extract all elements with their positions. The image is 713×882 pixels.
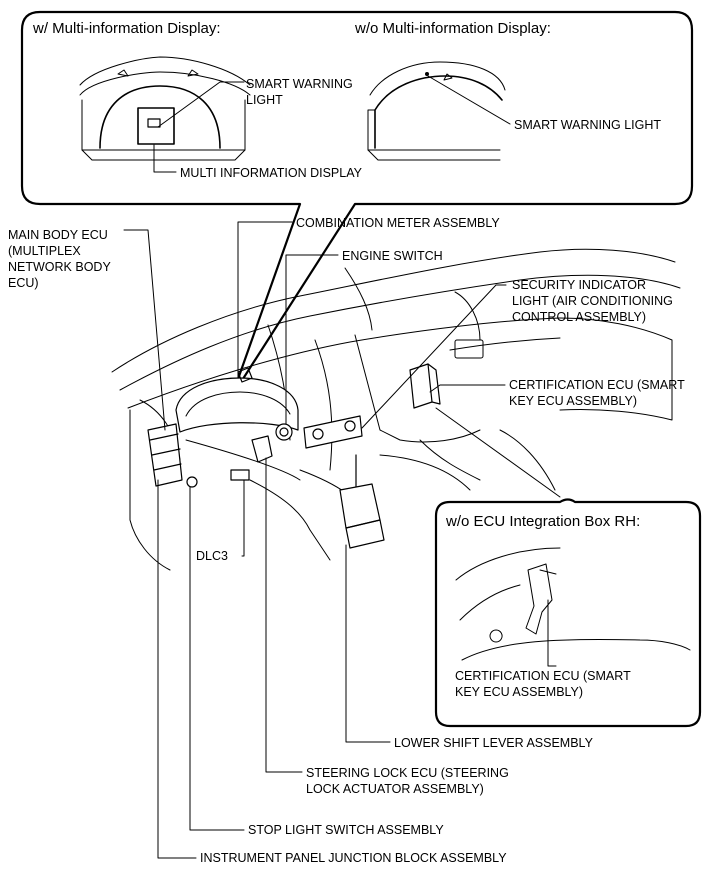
label-certification-ecu: CERTIFICATION ECU (SMART KEY ECU ASSEMBL…: [509, 378, 685, 408]
label-instrument-panel-jb: INSTRUMENT PANEL JUNCTION BLOCK ASSEMBLY: [200, 851, 507, 865]
combination-meter-drawing: [175, 367, 299, 433]
label-lower-shift-lever: LOWER SHIFT LEVER ASSEMBLY: [394, 736, 593, 750]
stop-light-switch-drawing: [186, 476, 198, 488]
label-combination-meter: COMBINATION METER ASSEMBLY: [296, 216, 500, 230]
label-steering-lock-ecu: STEERING LOCK ECU (STEERING LOCK ACTUATO…: [306, 766, 509, 796]
top-callout-frame: [20, 10, 694, 398]
shift-lever-drawing: [339, 454, 385, 549]
cluster-with-mid-drawing: [79, 56, 251, 161]
header-with-mid: w/ Multi-information Display:: [33, 20, 221, 37]
engine-switch-drawing: [275, 423, 293, 441]
header-without-ecu-integration-box: w/o ECU Integration Box RH:: [446, 513, 641, 530]
label-multi-information-display: MULTI INFORMATION DISPLAY: [180, 166, 362, 180]
main-body-ecu-drawing: [147, 423, 183, 487]
ac-control-drawing: [303, 415, 363, 449]
label-certification-ecu-inset: CERTIFICATION ECU (SMART KEY ECU ASSEMBL…: [455, 669, 631, 699]
steering-lock-ecu-drawing: [251, 435, 273, 463]
top-callout-leaders: [153, 75, 511, 173]
certification-ecu-drawing: [409, 363, 441, 409]
label-main-body-ecu: MAIN BODY ECU (MULTIPLEX NETWORK BODY EC…: [8, 228, 111, 290]
label-dlc3: DLC3: [196, 549, 228, 563]
glovebox-drawing: [455, 547, 691, 667]
label-smart-warning-light-left: SMART WARNING LIGHT: [246, 77, 353, 107]
label-security-indicator: SECURITY INDICATOR LIGHT (AIR CONDITIONI…: [512, 278, 673, 324]
label-engine-switch: ENGINE SWITCH: [342, 249, 443, 263]
dlc3-drawing: [230, 469, 250, 481]
cluster-without-mid-drawing: [367, 61, 506, 161]
label-stop-light-switch: STOP LIGHT SWITCH ASSEMBLY: [248, 823, 444, 837]
header-without-mid: w/o Multi-information Display:: [355, 20, 551, 37]
label-smart-warning-light-right: SMART WARNING LIGHT: [514, 118, 662, 132]
leader-lines: [123, 221, 561, 859]
